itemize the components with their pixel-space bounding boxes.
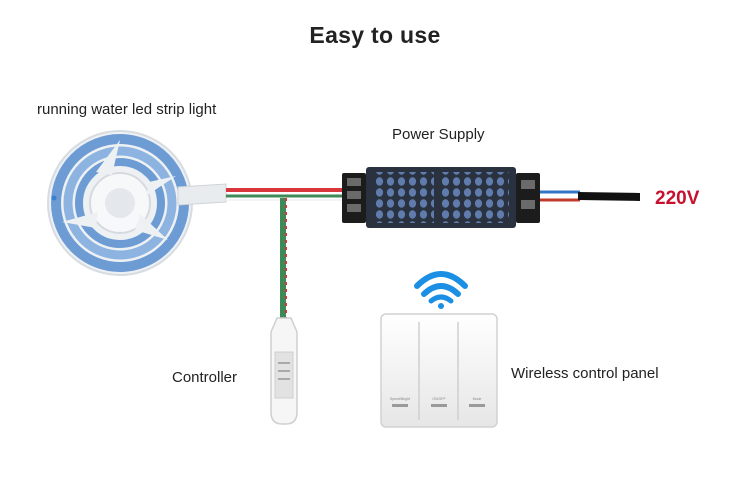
page-title: Easy to use — [309, 22, 441, 48]
controller-wires — [280, 198, 287, 320]
led-strip-reel — [47, 130, 193, 276]
controller-device — [270, 317, 298, 425]
voltage-label: 220V — [655, 188, 700, 209]
strip-connector — [177, 183, 346, 206]
panel-button-label-2: ON/OFF — [432, 397, 445, 401]
power-supply-unit — [342, 167, 540, 228]
power-supply-label: Power Supply — [392, 126, 485, 143]
led-strip-label: running water led strip light — [37, 101, 217, 118]
controller-label: Controller — [172, 369, 238, 386]
panel-button-label-3: Mode — [473, 397, 482, 401]
mains-cable — [540, 190, 640, 202]
wireless-control-panel-device: Speed/Bright ON/OFF Mode — [380, 313, 498, 428]
panel-button-label-1: Speed/Bright — [390, 397, 410, 401]
wifi-signal-icon — [414, 271, 468, 309]
wireless-panel-label: Wireless control panel — [511, 365, 659, 382]
